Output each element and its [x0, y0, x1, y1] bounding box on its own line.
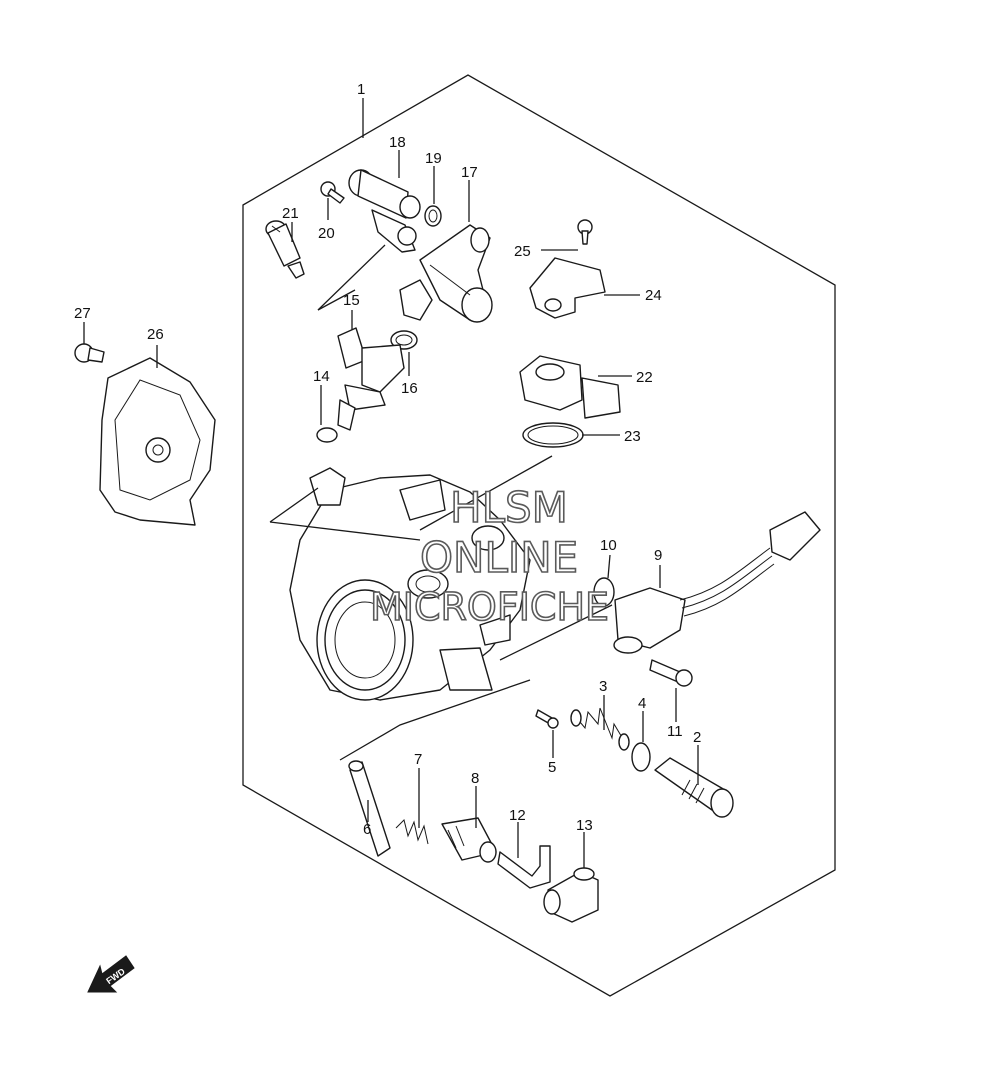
callout-3: 3 — [599, 678, 607, 695]
callout-2: 2 — [693, 729, 701, 746]
watermark-line-2: ONLINE — [420, 533, 578, 582]
callout-20: 20 — [318, 225, 335, 242]
callout-4: 4 — [638, 695, 646, 712]
part-2-adjust-screw — [654, 757, 734, 818]
part-14-o-ring — [316, 427, 338, 443]
part-9-sensor-harness — [613, 511, 821, 654]
callout-5: 5 — [548, 759, 556, 776]
callout-25: 25 — [514, 243, 531, 260]
part-11-bolt — [649, 659, 693, 687]
leader-lines — [83, 98, 699, 868]
callout-14: 14 — [313, 368, 330, 385]
part-5-screw — [535, 709, 559, 729]
forward-arrow-icon: FWD — [87, 955, 135, 993]
callout-21: 21 — [282, 205, 299, 222]
callout-19: 19 — [425, 150, 442, 167]
part-19-o-ring — [424, 205, 442, 227]
part-17-fuel-rail — [399, 224, 493, 323]
part-8-nut — [441, 817, 497, 863]
part-25-screw — [577, 219, 593, 245]
callout-10: 10 — [600, 537, 617, 554]
callout-22: 22 — [636, 369, 653, 386]
watermark-line-3: MICROFICHE — [370, 585, 609, 629]
part-13-elbow — [543, 867, 599, 923]
callout-27: 27 — [74, 305, 91, 322]
callout-11: 11 — [667, 723, 683, 740]
part-22-sensor — [519, 355, 621, 419]
callout-6: 6 — [363, 821, 371, 838]
part-12-hose — [497, 845, 551, 889]
callout-17: 17 — [461, 164, 478, 181]
callout-9: 9 — [654, 547, 662, 564]
part-7-spring — [395, 819, 429, 845]
part-18-delivery-pipe — [348, 169, 421, 253]
assembly-outline — [242, 74, 836, 997]
watermark: HLSM ONLINE MICROFICHE — [369, 482, 610, 630]
part-23-o-ring — [522, 422, 584, 448]
callout-16: 16 — [401, 380, 418, 397]
watermark-line-1: HLSM — [450, 483, 568, 532]
callout-12: 12 — [509, 807, 526, 824]
callout-18: 18 — [389, 134, 406, 151]
callout-13: 13 — [576, 817, 593, 834]
part-3-spring — [570, 707, 630, 751]
callout-7: 7 — [414, 751, 422, 768]
callout-26: 26 — [147, 326, 164, 343]
part-6-pin — [348, 760, 391, 857]
part-4-o-ring — [631, 742, 651, 772]
part-20-screw — [320, 181, 345, 204]
part-26-cover — [99, 357, 216, 526]
callout-1: 1 — [357, 81, 365, 98]
callout-8: 8 — [471, 770, 479, 787]
part-27-bolt — [74, 343, 105, 363]
part-15-injector — [337, 327, 405, 431]
callout-labels: 1 2 3 4 5 6 7 8 9 10 11 12 13 14 15 16 1… — [74, 81, 701, 838]
callout-15: 15 — [343, 292, 360, 309]
part-21-plug — [265, 220, 305, 279]
part-24-bracket — [529, 257, 606, 319]
callout-24: 24 — [645, 287, 662, 304]
part-10-o-ring — [593, 577, 615, 607]
callout-23: 23 — [624, 428, 641, 445]
